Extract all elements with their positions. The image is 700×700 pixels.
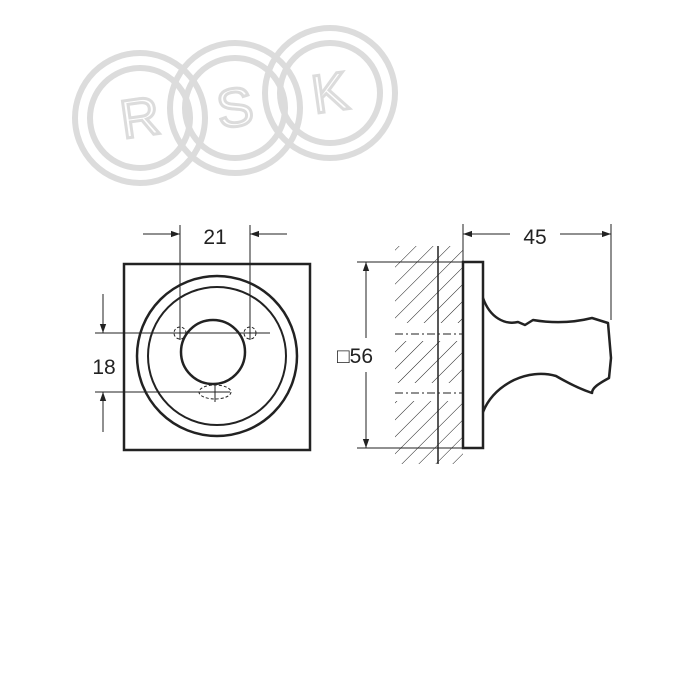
dimension-label-18: 18: [92, 356, 115, 379]
dimension-label-56: □56: [337, 345, 373, 368]
rsk-watermark-logo: R S K: [72, 25, 398, 186]
watermark-letter-s: S: [213, 76, 257, 140]
dimension-label-21: 21: [203, 226, 226, 249]
dimension-21: 21: [143, 225, 287, 340]
hook-profile: [481, 297, 613, 413]
wall-section-hatched: [395, 246, 463, 464]
dimension-18: 18: [92, 294, 270, 432]
inner-rosette-ring: [147, 286, 287, 426]
outer-rosette-ring: [135, 274, 299, 438]
front-view: 21 18: [92, 225, 312, 452]
dimension-56: □56: [337, 261, 463, 449]
dimension-45: 45: [462, 224, 612, 320]
side-view: 45 □56: [337, 224, 613, 464]
side-base-plate: [461, 260, 485, 450]
watermark-letter-k: K: [308, 61, 352, 125]
center-hub: [179, 318, 247, 386]
dimension-label-45: 45: [523, 226, 546, 249]
watermark-letter-r: R: [117, 86, 164, 151]
square-base-plate: [122, 262, 312, 452]
